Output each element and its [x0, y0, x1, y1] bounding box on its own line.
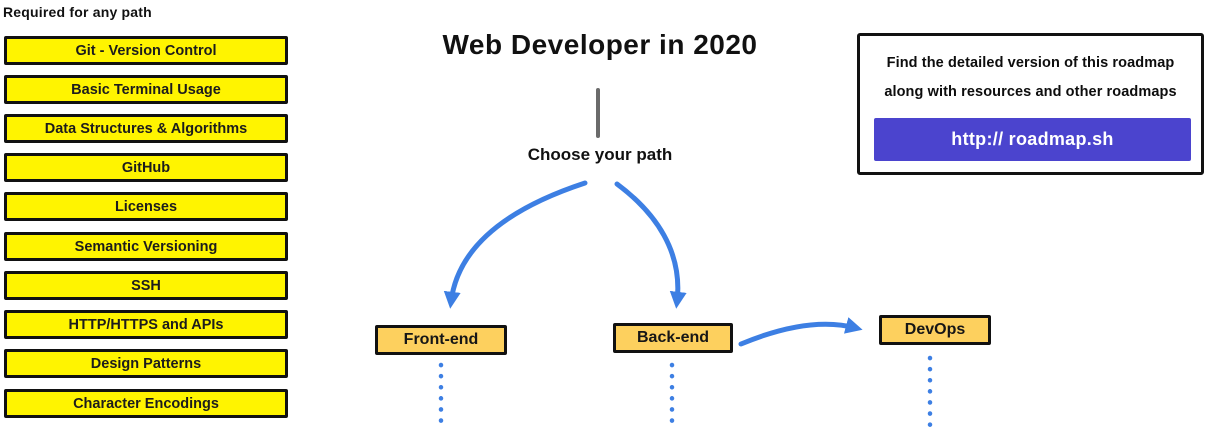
info-card-line2: along with resources and other roadmaps	[884, 84, 1177, 100]
required-item-http[interactable]: HTTP/HTTPS and APIs	[4, 310, 288, 339]
info-card-line1: Find the detailed version of this roadma…	[886, 55, 1175, 71]
title-connector-line	[596, 88, 600, 138]
required-item-git[interactable]: Git - Version Control	[4, 36, 288, 65]
arrow-to-frontend	[443, 180, 588, 309]
required-item-terminal[interactable]: Basic Terminal Usage	[4, 75, 288, 104]
arrow-to-backend	[614, 181, 687, 309]
arrow-backend-to-devops	[738, 317, 863, 347]
choose-your-path-label: Choose your path	[527, 145, 673, 164]
roadmap-url-button[interactable]: http:// roadmap.sh	[874, 118, 1191, 161]
required-heading: Required for any path	[3, 4, 152, 20]
path-node-frontend[interactable]: Front-end	[375, 325, 507, 355]
path-node-devops[interactable]: DevOps	[879, 315, 991, 345]
required-item-encodings[interactable]: Character Encodings	[4, 389, 288, 418]
info-card: Find the detailed version of this roadma…	[857, 33, 1204, 175]
required-item-licenses[interactable]: Licenses	[4, 192, 288, 221]
required-item-dsa[interactable]: Data Structures & Algorithms	[4, 114, 288, 143]
path-node-backend[interactable]: Back-end	[613, 323, 733, 353]
page-title: Web Developer in 2020	[442, 29, 758, 60]
required-item-github[interactable]: GitHub	[4, 153, 288, 182]
required-item-patterns[interactable]: Design Patterns	[4, 349, 288, 378]
required-item-ssh[interactable]: SSH	[4, 271, 288, 300]
required-item-semver[interactable]: Semantic Versioning	[4, 232, 288, 261]
